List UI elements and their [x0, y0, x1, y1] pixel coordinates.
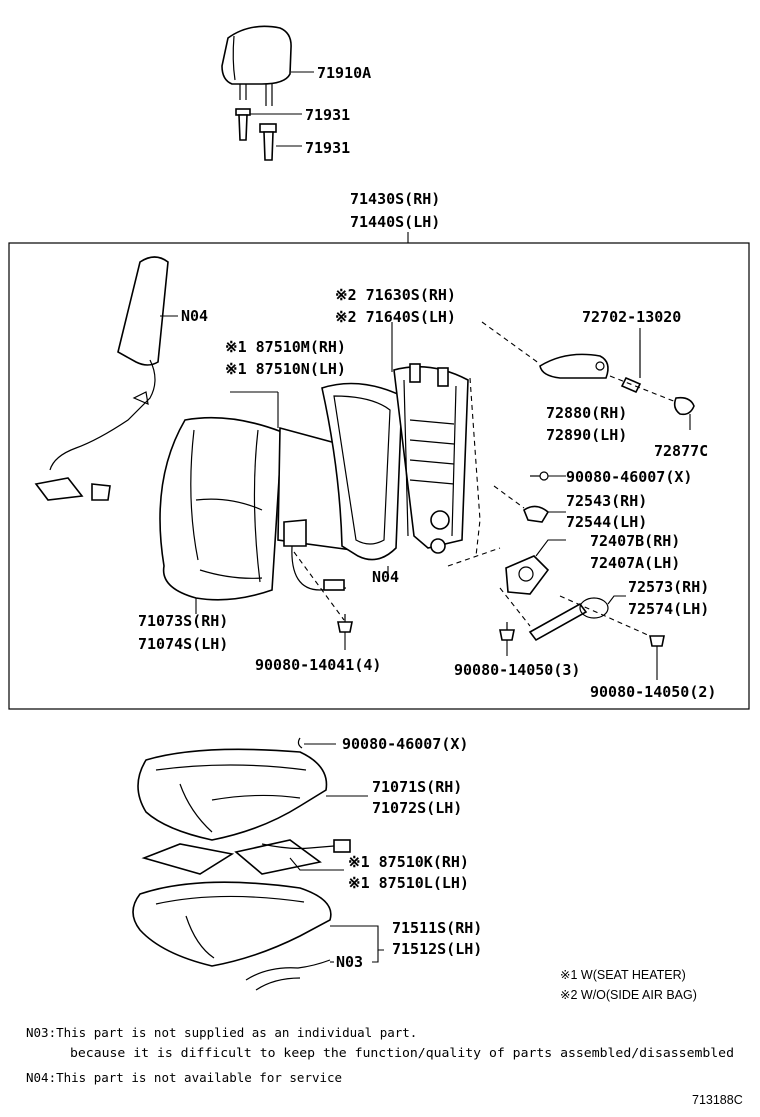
- label-screw-top: 72702-13020: [582, 308, 681, 326]
- hog-ring-drawing: [297, 737, 303, 749]
- diagram-id: 713188C: [692, 1093, 743, 1107]
- label-cable-lh: 72574(LH): [628, 600, 709, 618]
- label-hog-ring-back: 90080-46007(X): [566, 468, 692, 486]
- label-headrest-support-1: 71931: [305, 106, 350, 124]
- recliner-cover-drawing: [539, 340, 695, 416]
- lever-knob-drawing: [523, 471, 550, 523]
- label-headrest: 71910A: [317, 64, 371, 82]
- legend-side-air-bag: ※2 W/O(SIDE AIR BAG): [560, 988, 697, 1002]
- back-cover-drawing: [159, 416, 283, 601]
- label-back-heater-lh: ※1 87510N(LH): [225, 360, 346, 378]
- label-cover-rh: 72880(RH): [546, 404, 627, 422]
- label-back-assy-rh: 71430S(RH): [350, 190, 440, 208]
- legend-seat-heater: ※1 W(SEAT HEATER): [560, 968, 686, 982]
- back-pad-drawing: [321, 382, 403, 561]
- note-n03-line2: because it is difficult to keep the func…: [70, 1045, 734, 1060]
- cushion-heater-drawing: [141, 839, 351, 875]
- bolt-drawing: [337, 614, 665, 647]
- note-n04-line1: N04:This part is not available for servi…: [26, 1070, 342, 1085]
- release-cable-drawing: [528, 597, 609, 642]
- label-back-cover-rh: 71073S(RH): [138, 612, 228, 630]
- label-recliner-lh: 72407A(LH): [590, 554, 680, 572]
- label-recliner-rh: 72407B(RH): [590, 532, 680, 550]
- cushion-pad-drawing: [132, 881, 332, 967]
- label-cover-lh: 72890(LH): [546, 426, 627, 444]
- label-n03: N03: [336, 953, 363, 971]
- label-cable-rh: 72573(RH): [628, 578, 709, 596]
- label-cushion-cover-rh: 71071S(RH): [372, 778, 462, 796]
- label-cushion-heater-rh: ※1 87510K(RH): [348, 853, 469, 871]
- label-airbag: N04: [181, 307, 208, 325]
- label-headrest-support-2: 71931: [305, 139, 350, 157]
- label-clip: 72877C: [654, 442, 708, 460]
- cushion-cover-drawing: [137, 748, 328, 841]
- headrest-drawing: [221, 25, 292, 106]
- headrest-support-drawing: [235, 108, 277, 161]
- label-hog-ring-cushion: 90080-46007(X): [342, 735, 468, 753]
- label-back-cover-lh: 71074S(LH): [138, 635, 228, 653]
- label-bolt-14041: 90080-14041(4): [255, 656, 381, 674]
- label-knob-rh: 72543(RH): [566, 492, 647, 510]
- side-airbag-drawing: [34, 256, 169, 501]
- label-back-assy-lh: 71440S(LH): [350, 213, 440, 231]
- label-frame-rh: ※2 71630S(RH): [335, 286, 456, 304]
- label-frame-lh: ※2 71640S(LH): [335, 308, 456, 326]
- label-back-heater-rh: ※1 87510M(RH): [225, 338, 346, 356]
- note-n03-line1: N03:This part is not supplied as an indi…: [26, 1025, 417, 1040]
- label-pad-lh: 71512S(LH): [392, 940, 482, 958]
- label-bolt-14050-2: 90080-14050(2): [590, 683, 716, 701]
- label-knob-lh: 72544(LH): [566, 513, 647, 531]
- seat-frame-drawing: [393, 363, 469, 554]
- label-pad-rh: 71511S(RH): [392, 919, 482, 937]
- label-cushion-heater-lh: ※1 87510L(LH): [348, 874, 469, 892]
- label-bolt-14050-3: 90080-14050(3): [454, 661, 580, 679]
- cushion-harness-drawing: [245, 959, 331, 991]
- recliner-bracket-drawing: [505, 555, 550, 595]
- label-airbag-lower: N04: [372, 568, 399, 586]
- label-cushion-cover-lh: 71072S(LH): [372, 799, 462, 817]
- seat-back-assembly-box: [8, 242, 750, 710]
